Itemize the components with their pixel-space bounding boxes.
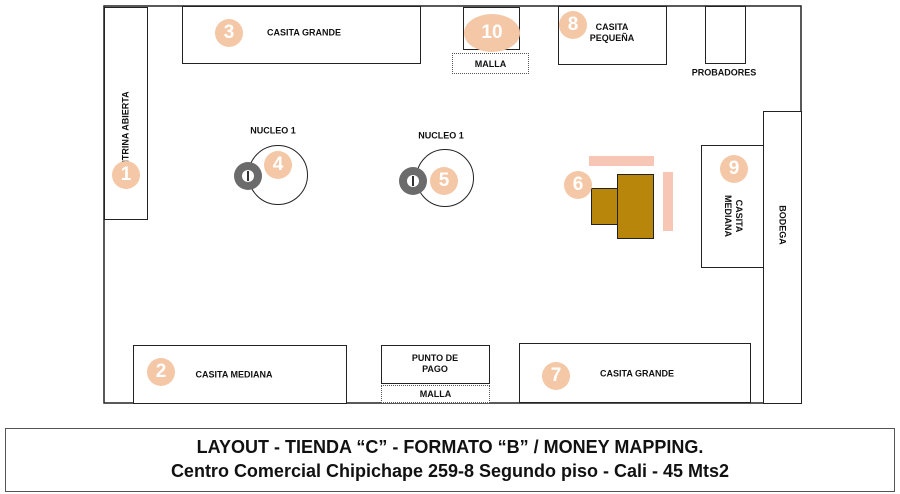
display-table-small xyxy=(591,188,618,225)
zone-badge-5: 5 xyxy=(430,167,458,195)
casita-mediana-right-label: CASITA MEDIANA xyxy=(723,195,744,237)
zone-badge-8: 8 xyxy=(559,11,587,39)
malla-bottom: MALLA xyxy=(381,385,490,403)
casita-pequena-label: CASITA PEQUEÑA xyxy=(589,22,635,43)
probadores xyxy=(705,6,746,64)
mannequin-icon xyxy=(234,162,262,190)
nucleo-right-label: NUCLEO 1 xyxy=(418,130,464,141)
zone-badge-9: 9 xyxy=(720,155,748,183)
display-table-large xyxy=(617,174,654,239)
mannequin-icon xyxy=(399,167,427,195)
casita-grande-top-label: CASITA GRANDE xyxy=(267,27,341,38)
bodega-label: BODEGA xyxy=(777,205,788,245)
nucleo-left-label: NUCLEO 1 xyxy=(250,125,296,136)
probadores-label: PROBADORES xyxy=(691,67,757,78)
malla-top: MALLA xyxy=(452,53,529,74)
accent-bar-vertical xyxy=(663,172,673,231)
accent-bar-horizontal xyxy=(589,156,654,166)
zone-badge-3: 3 xyxy=(215,19,243,47)
vitrina-abierta xyxy=(104,7,148,220)
bodega xyxy=(763,111,802,404)
punto-de-pago-label: PUNTO DE PAGO xyxy=(411,353,459,374)
casita-mediana-bottom-label: CASITA MEDIANA xyxy=(195,369,273,380)
zone-badge-1: 1 xyxy=(112,161,140,189)
zone-badge-4: 4 xyxy=(264,151,292,179)
zone-badge-6: 6 xyxy=(564,171,592,199)
zone-badge-2: 2 xyxy=(147,358,175,386)
vitrina-label: VITRINA ABIERTA xyxy=(120,91,131,169)
punto-de-pago xyxy=(381,345,490,384)
zone-badge-10: 10 xyxy=(464,14,520,52)
zone-badge-7: 7 xyxy=(542,362,570,390)
layout-subtitle: Centro Comercial Chipichape 259-8 Segund… xyxy=(170,461,730,481)
layout-caption: LAYOUT - TIENDA “C” - FORMATO “B” / MONE… xyxy=(5,428,895,492)
casita-grande-bottom-label: CASITA GRANDE xyxy=(600,368,674,379)
layout-title: LAYOUT - TIENDA “C” - FORMATO “B” / MONE… xyxy=(196,437,704,457)
